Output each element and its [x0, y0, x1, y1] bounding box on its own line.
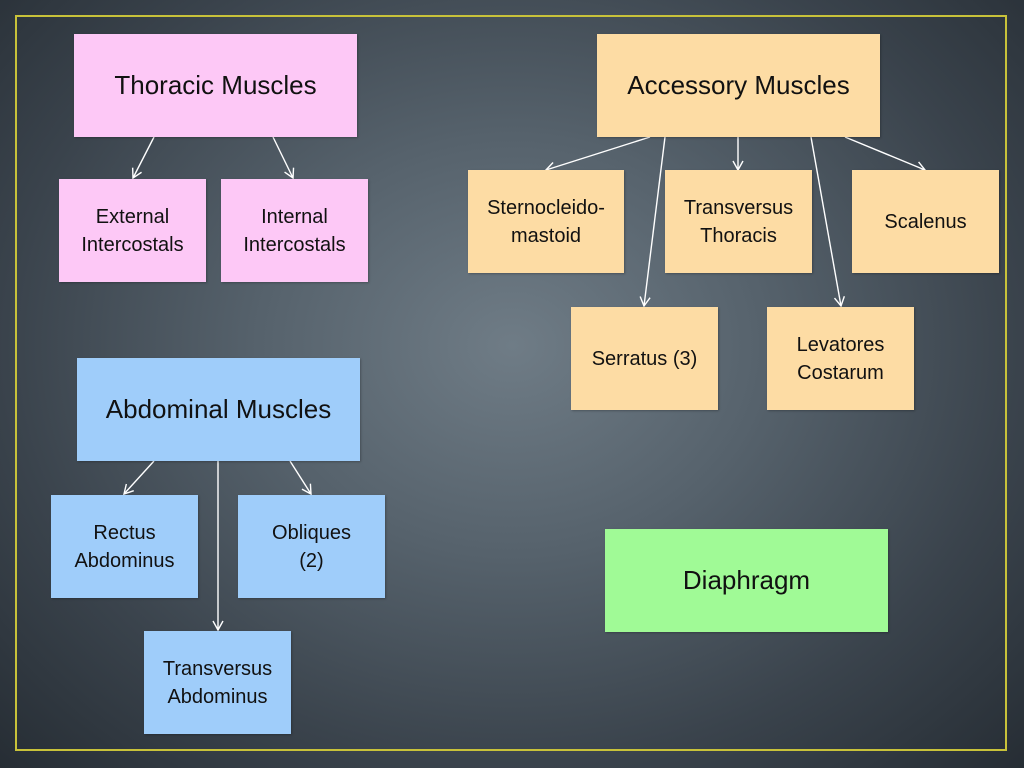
arrow-abdominal-rectus [123, 460, 155, 496]
rectus-abdominus-node: Rectus Abdominus [51, 495, 198, 598]
transversus-thoracis-node: Transversus Thoracis [665, 170, 812, 273]
transversus-thoracis-label: Transversus Thoracis [683, 196, 794, 247]
thoracic-muscles-label: Thoracic Muscles [114, 70, 317, 101]
internal-intercostals-label: Internal Intercostals [243, 205, 346, 256]
arrow-abdominal-obliques [289, 460, 312, 496]
arrow-accessory-serratus [639, 136, 666, 308]
external-intercostals-node: External Intercostals [59, 179, 206, 282]
obliques-label: Obliques (2) [272, 521, 351, 572]
accessory-muscles-node: Accessory Muscles [597, 34, 880, 137]
obliques-node: Obliques (2) [238, 495, 385, 598]
levatores-costarum-label: Levatores Costarum [796, 333, 885, 384]
transversus-abdominus-label: Transversus Abdominus [162, 657, 273, 708]
sternocleidomastoid-node: Sternocleido- mastoid [468, 170, 624, 273]
accessory-muscles-label: Accessory Muscles [627, 70, 850, 101]
arrow-accessory-sternocleidomastoid [544, 136, 651, 173]
arrow-accessory-scalenus [844, 136, 927, 172]
abdominal-muscles-label: Abdominal Muscles [105, 394, 332, 425]
arrow-thoracic-internal [272, 136, 295, 180]
thoracic-muscles-node: Thoracic Muscles [74, 34, 357, 137]
external-intercostals-label: External Intercostals [81, 205, 184, 256]
arrow-accessory-levatores [810, 136, 846, 308]
scalenus-label: Scalenus [884, 210, 967, 233]
rectus-abdominus-label: Rectus Abdominus [74, 521, 175, 572]
abdominal-muscles-node: Abdominal Muscles [77, 358, 360, 461]
serratus-label: Serratus (3) [591, 347, 698, 370]
internal-intercostals-node: Internal Intercostals [221, 179, 368, 282]
scalenus-node: Scalenus [852, 170, 999, 273]
serratus-node: Serratus (3) [571, 307, 718, 410]
diaphragm-node: Diaphragm [605, 529, 888, 632]
transversus-abdominus-node: Transversus Abdominus [144, 631, 291, 734]
arrow-thoracic-external [131, 136, 155, 180]
diaphragm-label: Diaphragm [682, 565, 811, 596]
levatores-costarum-node: Levatores Costarum [767, 307, 914, 410]
sternocleidomastoid-label: Sternocleido- mastoid [487, 196, 605, 247]
